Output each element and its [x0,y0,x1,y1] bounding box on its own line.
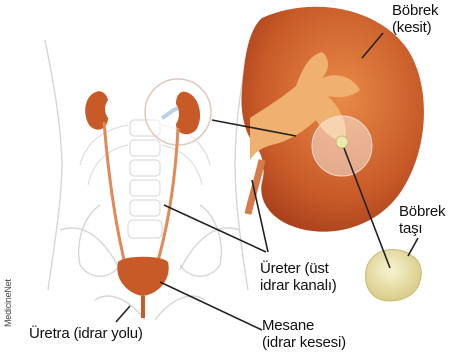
kidney-stone [366,250,422,301]
ureter-exit [248,160,262,214]
label-kidney-section-line2: (kesit) [392,19,438,36]
label-bladder-line1: Mesane [262,317,346,334]
left-ureter [104,122,126,268]
label-kidney-section: Böbrek (kesit) [392,2,438,36]
label-urethra-text: Üretra (idrar yolu) [29,325,143,342]
credit-text: MedicineNet [3,267,13,327]
label-kidney-stone: Böbrek taşı [399,203,445,237]
label-ureter: Üreter (üst idrar kanalı) [260,260,337,294]
label-kidney-stone-line1: Böbrek [399,203,445,220]
label-kidney-stone-line2: taşı [399,220,445,237]
label-ureter-line2: idrar kanalı) [260,277,337,294]
label-urethra: Üretra (idrar yolu) [29,325,143,342]
bladder [117,257,168,296]
label-kidney-section-line1: Böbrek [392,2,438,19]
small-stone [336,136,348,148]
label-bladder-line2: (idrar kesesi) [262,334,346,351]
label-bladder: Mesane (idrar kesesi) [262,317,346,351]
label-ureter-line1: Üreter (üst [260,260,337,277]
